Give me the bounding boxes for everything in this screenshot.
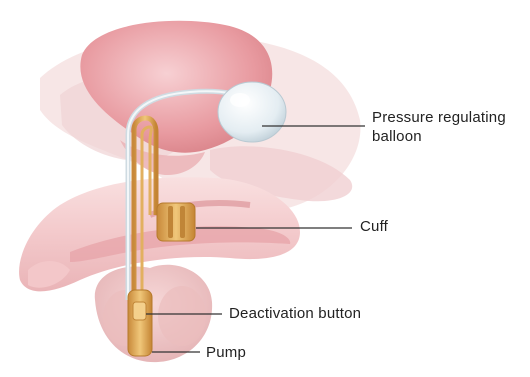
- pump: [128, 290, 152, 356]
- label-deactivation-button: Deactivation button: [229, 304, 361, 323]
- label-balloon-line-1: Pressure regulating: [372, 108, 506, 127]
- label-pump: Pump: [206, 343, 246, 362]
- cuff: [157, 203, 195, 241]
- pressure-balloon: [218, 82, 286, 142]
- label-pressure-regulating-balloon: Pressure regulating balloon: [372, 108, 506, 146]
- label-balloon-line-2: balloon: [372, 127, 506, 146]
- label-cuff: Cuff: [360, 217, 388, 236]
